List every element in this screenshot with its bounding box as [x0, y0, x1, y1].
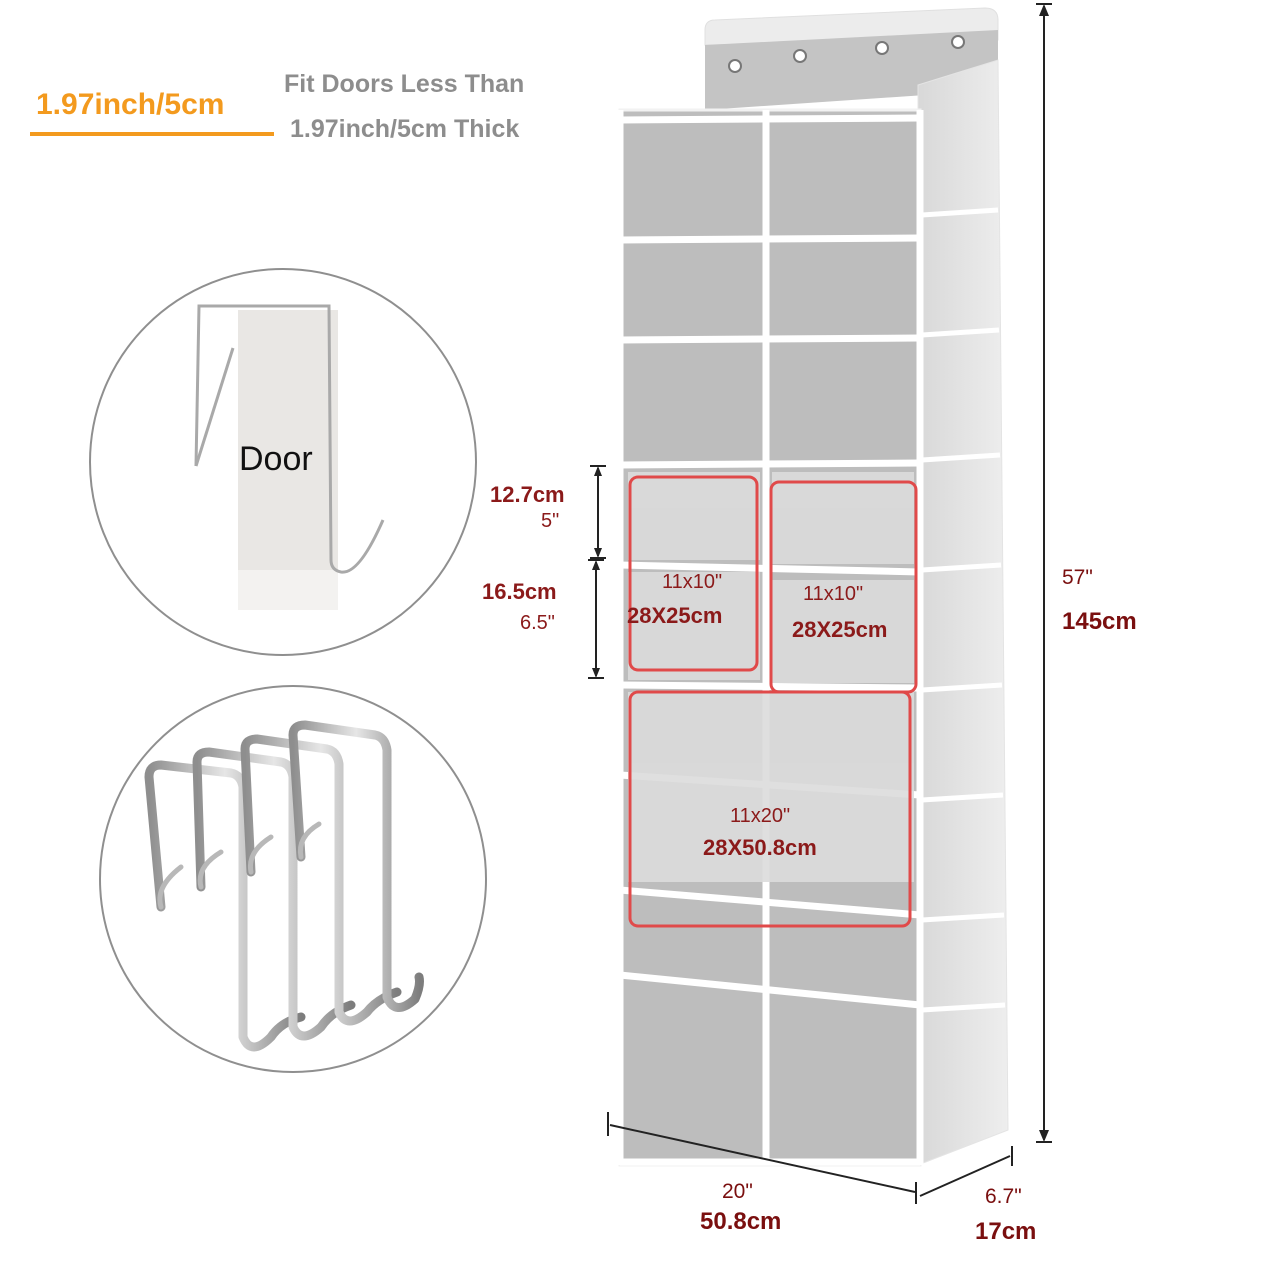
hook-3	[240, 734, 402, 1026]
pocket-right-size-in: 11x10"	[803, 583, 864, 605]
depth-cm: 17cm	[975, 1218, 1037, 1245]
hook-wire	[194, 304, 385, 574]
fit-doors-line2: 1.97inch/5cm Thick	[290, 115, 520, 143]
height-cm: 145cm	[1062, 608, 1137, 635]
small-pocket-height-cm: 12.7cm	[490, 482, 565, 507]
door-label: Door	[239, 440, 313, 478]
large-pocket-size-in: 11x20"	[730, 805, 791, 827]
pocket-highlights	[628, 475, 918, 928]
steel-hooks-circle	[99, 685, 487, 1073]
depth-in: 6.7"	[985, 1185, 1022, 1208]
height-in: 57"	[1062, 566, 1093, 589]
door-slab	[238, 310, 338, 610]
thickness-label: 1.97inch/5cm	[36, 88, 225, 121]
steel-hooks-illustration	[144, 720, 424, 1052]
pocket-right-size-cm: 28X25cm	[792, 617, 888, 642]
pocket-height-cm: 16.5cm	[482, 579, 557, 604]
grommets	[728, 35, 965, 73]
width-cm: 50.8cm	[700, 1208, 782, 1235]
pocket-left-size-cm: 28X25cm	[627, 603, 723, 628]
organizer-illustration	[616, 7, 1009, 1167]
width-in: 20"	[722, 1180, 753, 1203]
door-hook-detail-circle: Door	[89, 268, 477, 656]
thickness-underline	[30, 132, 274, 136]
hook-4	[288, 720, 424, 1012]
fit-doors-line1: Fit Doors Less Than	[284, 70, 525, 98]
small-pocket-height-in: 5"	[541, 510, 560, 532]
pocket-left-size-in: 11x10"	[662, 571, 723, 593]
large-pocket-size-cm: 28X50.8cm	[703, 835, 817, 860]
pocket-height-in: 6.5"	[520, 612, 555, 634]
door-hook-illustration	[194, 304, 385, 610]
